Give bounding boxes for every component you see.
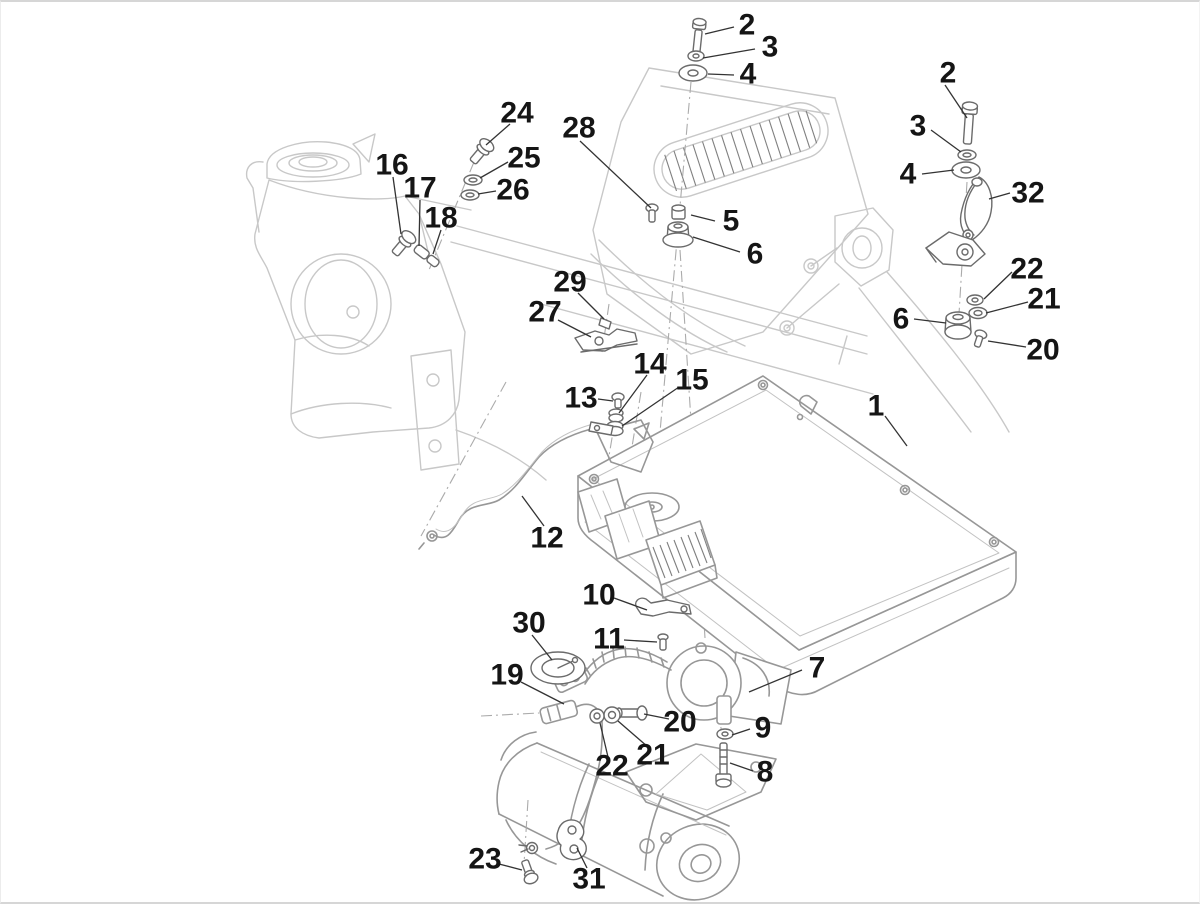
- callout-label-22-34: 22: [595, 750, 628, 783]
- callout-label-31-38: 31: [572, 863, 605, 896]
- leader-line-2-0: [704, 26, 735, 35]
- leader-line-9-35: [731, 728, 751, 736]
- leader-line-18-9: [432, 229, 442, 255]
- control-unit-art: [577, 375, 1017, 696]
- leader-line-6-18: [913, 318, 947, 324]
- callout-label-21-17: 21: [1027, 283, 1060, 316]
- floorboard-art: [590, 67, 869, 355]
- leader-line-7-31: [748, 669, 803, 693]
- callout-label-2-0: 2: [739, 9, 756, 42]
- leader-line-13-22: [597, 398, 614, 402]
- floorboard-grill-hatch: [664, 110, 818, 192]
- callout-label-6-15: 6: [747, 238, 764, 271]
- leader-line-20-19: [987, 340, 1027, 348]
- callout-label-25-4: 25: [507, 142, 540, 175]
- leader-line-28-6: [579, 140, 652, 209]
- leader-line-3-11: [930, 129, 962, 153]
- leader-line-25-4: [479, 161, 509, 179]
- leader-line-2-10: [944, 84, 968, 119]
- callout-label-14-23: 14: [633, 348, 667, 381]
- callout-label-3-11: 3: [910, 110, 927, 143]
- leader-line-4-2: [707, 73, 735, 76]
- callout-label-20-32: 20: [663, 706, 696, 739]
- callout-label-10-27: 10: [582, 579, 615, 612]
- leader-line-22-34: [599, 722, 609, 758]
- leader-line-11-28: [623, 639, 658, 643]
- leader-line-21-17: [985, 301, 1029, 314]
- leader-line-1-25: [884, 415, 908, 447]
- connector-pins-hatch: [652, 528, 712, 579]
- callout-label-18-9: 18: [424, 202, 457, 235]
- leader-line-4-12: [921, 169, 955, 175]
- callout-label-30-29: 30: [512, 607, 545, 640]
- leader-line-19-30: [520, 681, 565, 705]
- leader-line-20-32: [643, 713, 670, 720]
- callout-label-19-30: 19: [490, 659, 523, 692]
- leader-line-27-21: [557, 319, 592, 338]
- leader-line-14-23: [618, 374, 648, 414]
- leader-line-23-37: [498, 863, 523, 871]
- leader-line-31-38: [576, 847, 588, 869]
- leader-line-24-3: [485, 123, 511, 146]
- leader-line-10-27: [613, 597, 648, 611]
- callout-label-5-14: 5: [723, 205, 740, 238]
- callout-label-1-25: 1: [868, 390, 885, 423]
- callout-label-4-2: 4: [740, 58, 757, 91]
- leader-line-29-20: [577, 292, 605, 320]
- leader-line-12-26: [521, 495, 545, 527]
- leader-line-26-5: [477, 190, 497, 195]
- leader-line-8-36: [729, 762, 754, 772]
- callout-label-29-20: 29: [553, 266, 586, 299]
- callout-label-26-5: 26: [496, 174, 529, 207]
- callout-label-2-10: 2: [940, 57, 957, 90]
- callout-label-13-22: 13: [564, 382, 597, 415]
- bolt-2-right-icon: [961, 101, 979, 145]
- callout-label-11-28: 11: [593, 623, 625, 656]
- callout-label-28-6: 28: [562, 112, 595, 145]
- callout-label-9-35: 9: [755, 712, 772, 745]
- frame-beams-art: [450, 207, 1010, 433]
- callout-label-22-16: 22: [1010, 253, 1043, 286]
- callout-label-23-37: 23: [468, 843, 501, 876]
- callout-label-21-33: 21: [636, 739, 669, 772]
- hardware-parts: [391, 17, 993, 885]
- callout-label-6-18: 6: [893, 303, 910, 336]
- leader-line-3-1: [702, 48, 756, 59]
- callout-label-15-24: 15: [675, 364, 708, 397]
- leader-lines: [392, 26, 1029, 871]
- leader-line-16-7: [392, 176, 402, 235]
- callout-label-16-7: 16: [375, 149, 408, 182]
- callout-label-12-26: 12: [530, 522, 563, 555]
- leader-line-30-29: [531, 634, 553, 661]
- screw-20-right-icon: [973, 329, 988, 348]
- leader-line-15-24: [621, 386, 680, 427]
- leader-line-5-14: [690, 214, 716, 222]
- callout-label-27-21: 27: [528, 296, 561, 329]
- callout-label-32-13: 32: [1011, 177, 1044, 210]
- screw-20-bottom-icon: [615, 705, 648, 721]
- callout-label-4-12: 4: [900, 158, 917, 191]
- callout-label-24-3: 24: [500, 97, 534, 130]
- leader-line-17-8: [418, 199, 421, 247]
- leader-line-32-13: [988, 192, 1011, 200]
- callout-label-17-8: 17: [403, 172, 436, 205]
- callout-label-3-1: 3: [762, 31, 779, 64]
- callout-label-20-19: 20: [1026, 334, 1059, 367]
- screw-16-icon: [391, 229, 417, 257]
- callout-label-7-31: 7: [809, 652, 826, 685]
- leader-line-6-15: [692, 236, 741, 253]
- screw-23-icon: [521, 859, 539, 885]
- leader-line-22-16: [983, 271, 1013, 300]
- callout-label-8-36: 8: [757, 756, 774, 789]
- leader-line-21-33: [617, 720, 649, 748]
